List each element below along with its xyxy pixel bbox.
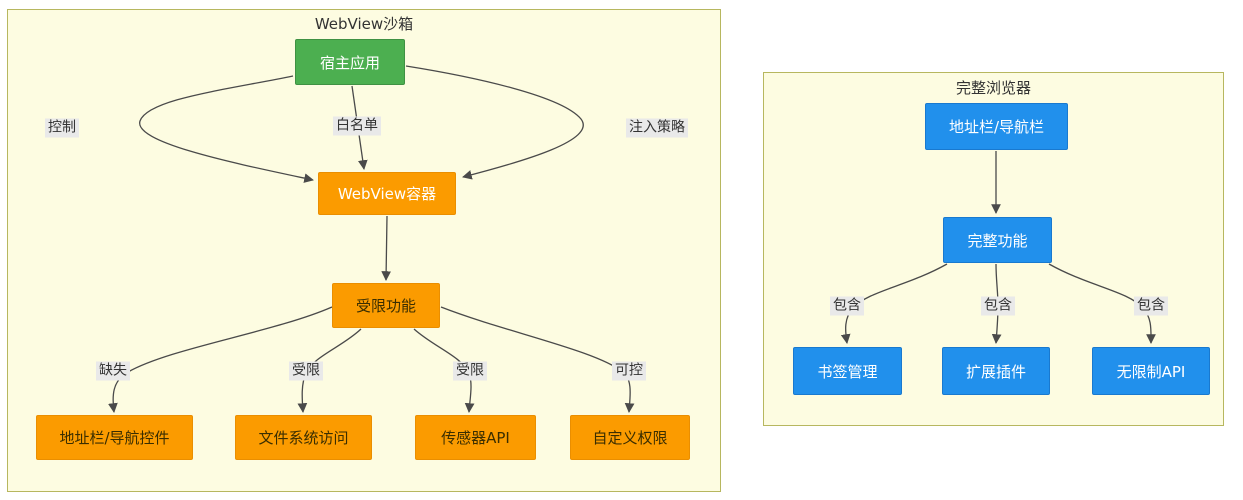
node-address-nav-bar: 地址栏/导航栏	[925, 103, 1068, 150]
node-full-features: 完整功能	[943, 217, 1052, 263]
node-address-nav-controls: 地址栏/导航控件	[36, 415, 193, 460]
node-file-system-access: 文件系统访问	[235, 415, 372, 460]
node-sensor-api: 传感器API	[415, 415, 536, 460]
node-unrestricted-api: 无限制API	[1092, 347, 1210, 395]
node-bookmark-management: 书签管理	[793, 347, 902, 395]
edge-label-contains-2: 包含	[981, 296, 1015, 316]
node-restricted-features: 受限功能	[332, 283, 440, 328]
edge-label-whitelist: 白名单	[333, 116, 381, 136]
edge-label-control: 控制	[45, 118, 79, 138]
edge-label-limited-1: 受限	[289, 361, 323, 381]
node-extensions: 扩展插件	[942, 347, 1050, 395]
edge-label-controllable: 可控	[612, 361, 646, 381]
edge-label-missing: 缺失	[96, 361, 130, 381]
webview-sandbox-title: WebView沙箱	[314, 15, 414, 33]
edge-label-injection-policy: 注入策略	[626, 118, 688, 138]
edge-label-limited-2: 受限	[453, 361, 487, 381]
node-webview-container: WebView容器	[318, 172, 456, 215]
full-browser-title: 完整浏览器	[955, 79, 1031, 97]
node-custom-permissions: 自定义权限	[570, 415, 690, 460]
edge-label-contains-3: 包含	[1134, 296, 1168, 316]
node-host-app: 宿主应用	[295, 39, 405, 85]
edge-label-contains-1: 包含	[830, 296, 864, 316]
